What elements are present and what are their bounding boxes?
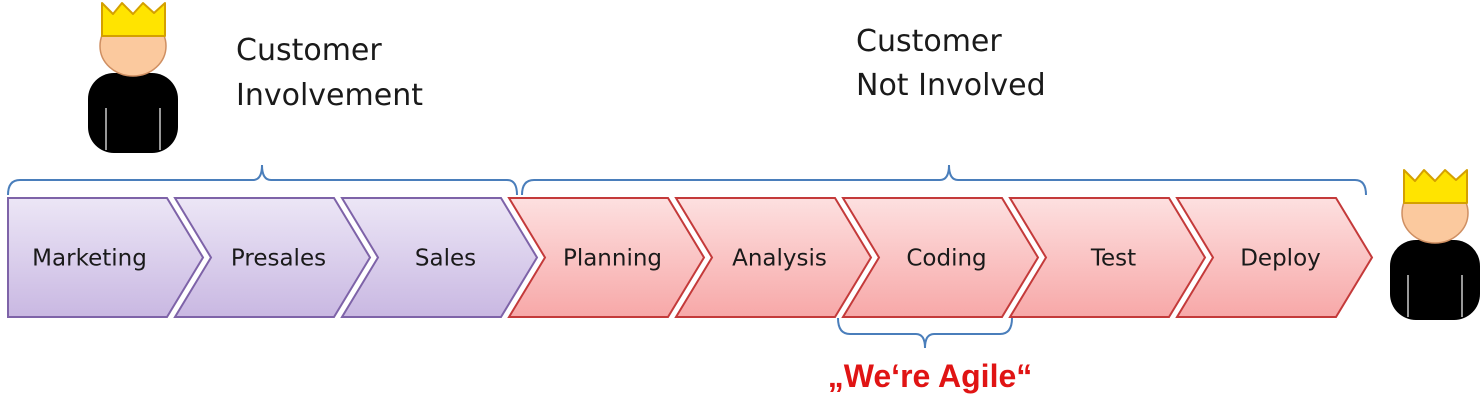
chevron-sales bbox=[340, 197, 539, 318]
chevron-label-analysis: Analysis bbox=[732, 246, 827, 272]
heading-customer-not-involved: Customer Not Involved bbox=[856, 24, 1046, 103]
chevron-planning bbox=[507, 197, 706, 318]
chevron-deploy bbox=[1175, 197, 1374, 318]
brace-customer-not-involved bbox=[521, 164, 1367, 196]
chevron-label-coding: Coding bbox=[906, 246, 986, 272]
agile-note: „We‘re Agile“ bbox=[828, 358, 1033, 394]
customer-king-icon bbox=[88, 2, 178, 153]
brace-agile bbox=[837, 317, 1013, 349]
chevron-label-deploy: Deploy bbox=[1240, 246, 1321, 272]
chevron-analysis bbox=[674, 197, 873, 318]
chevron-label-presales: Presales bbox=[231, 246, 326, 272]
chevron-coding bbox=[841, 197, 1040, 318]
heading-customer-involvement: Customer Involvement bbox=[236, 33, 423, 113]
brace-customer-involvement bbox=[7, 164, 518, 196]
chevron-label-marketing: Marketing bbox=[32, 246, 147, 272]
chevron-marketing bbox=[7, 197, 205, 318]
chevron-label-test: Test bbox=[1090, 246, 1136, 272]
process-chevrons: Marketing Presales Sales Planning Analysis Co… bbox=[7, 197, 1374, 318]
chevron-presales bbox=[173, 197, 372, 318]
chevron-label-sales: Sales bbox=[415, 246, 476, 272]
chevron-label-planning: Planning bbox=[563, 246, 662, 272]
customer-king-icon bbox=[1390, 169, 1480, 320]
chevron-test bbox=[1008, 197, 1207, 318]
